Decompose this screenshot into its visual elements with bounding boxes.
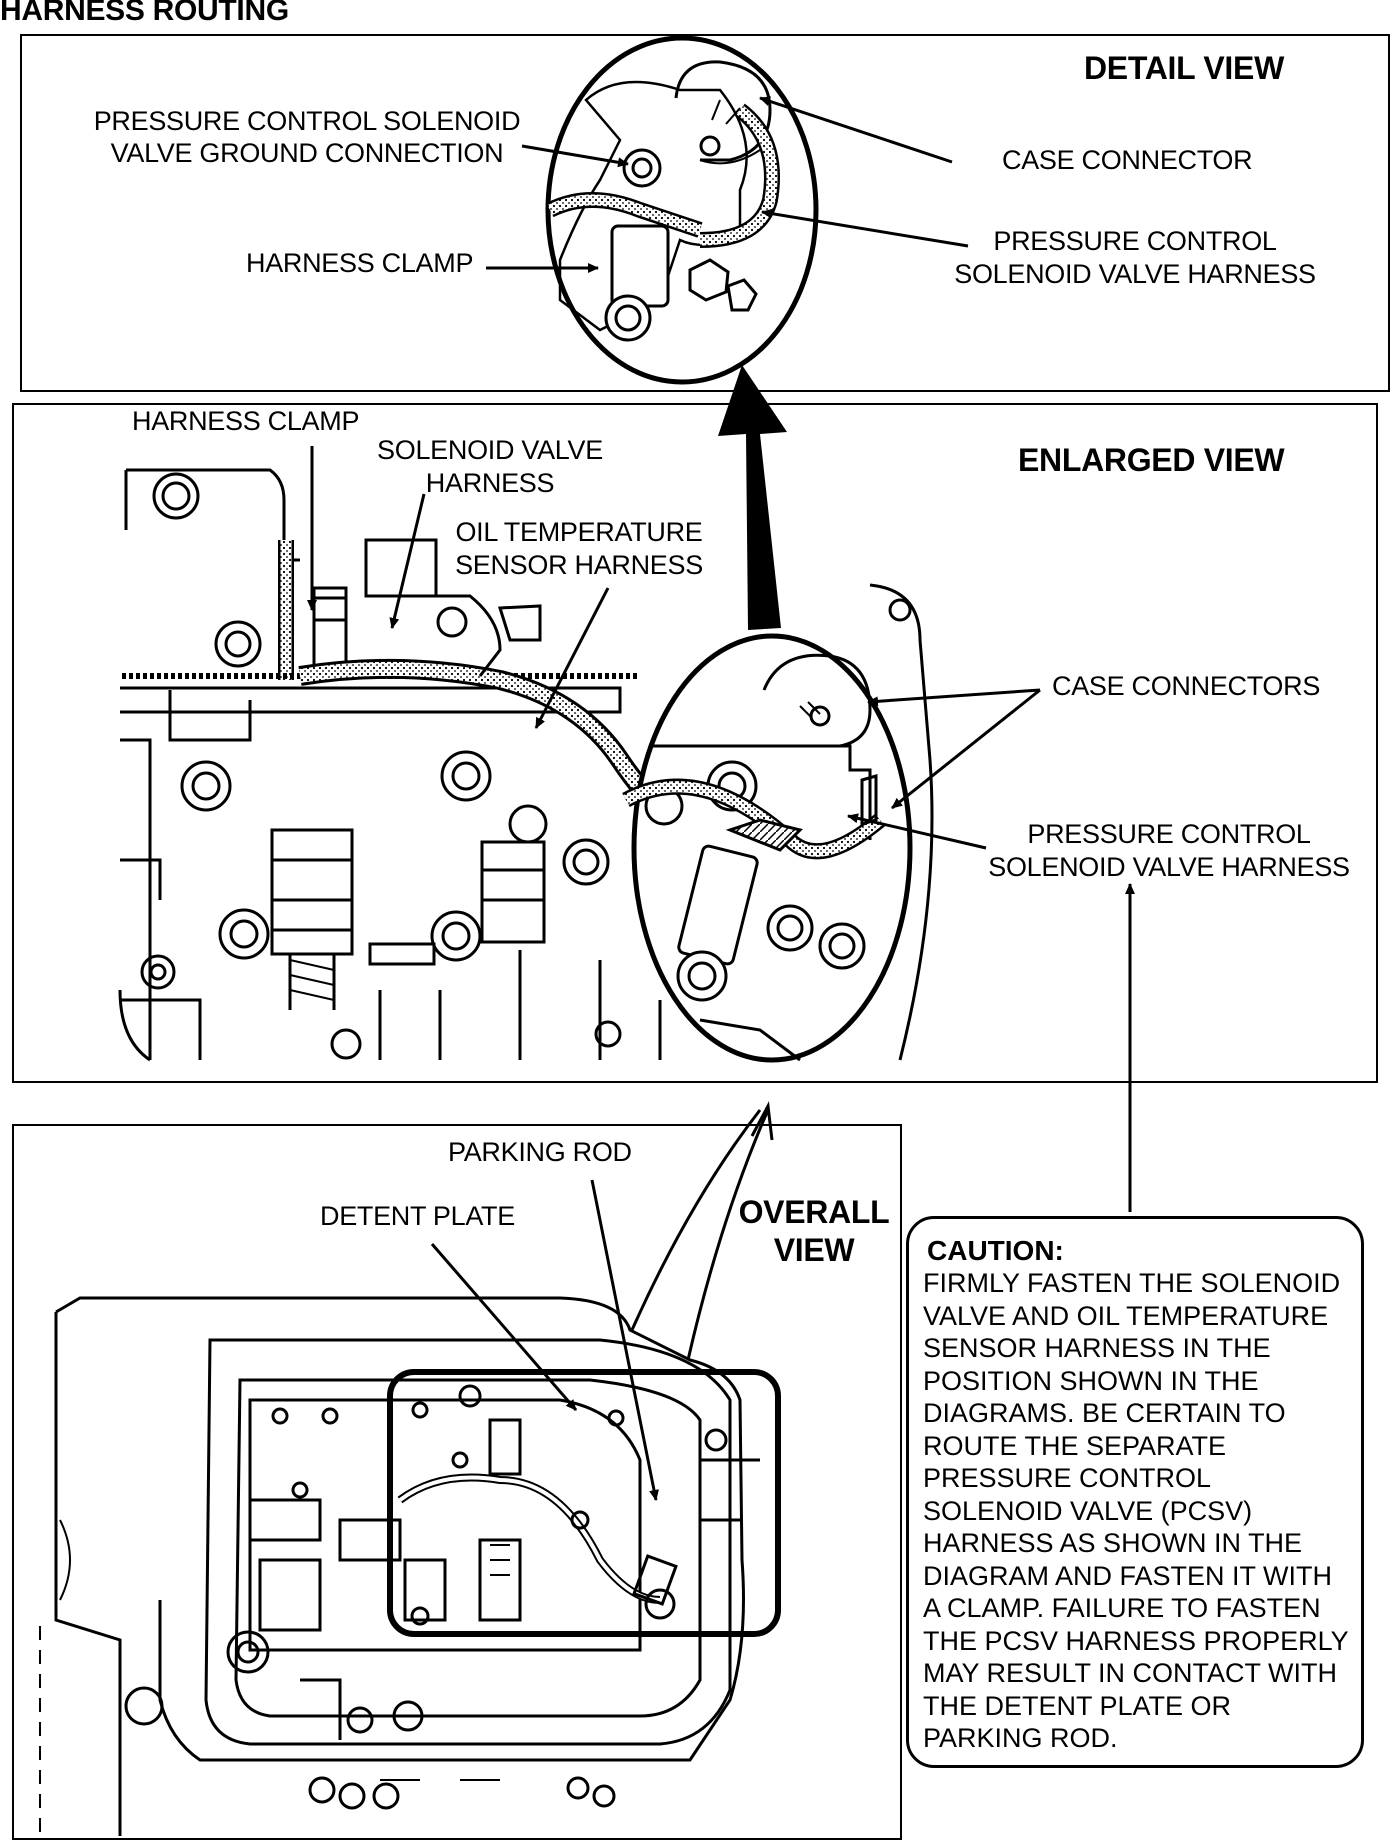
caution-box: CAUTION: FIRMLY FASTEN THE SOLENOID VALV… — [906, 1216, 1364, 1768]
solenoid-valve-harness-label-line2: HARNESS — [425, 468, 555, 498]
enlarged-view-art — [118, 468, 934, 1063]
overall-view-heading-line2: VIEW — [773, 1232, 855, 1268]
overall-zoom-arrow — [630, 1101, 774, 1361]
detent-plate-label: DETENT PLATE — [320, 1201, 515, 1231]
enlarged-harness-clamp-label: HARNESS CLAMP — [132, 406, 360, 436]
detail-view-leaders — [486, 96, 969, 273]
overall-view-heading-line1: OVERALL — [738, 1194, 890, 1230]
caution-text: FIRMLY FASTEN THE SOLENOID VALVE AND OIL… — [923, 1268, 1349, 1753]
detail-case-connector-label: CASE CONNECTOR — [1002, 145, 1253, 175]
enlarged-view-leaders — [307, 446, 1135, 1212]
oil-temp-sensor-harness-label-line2: SENSOR HARNESS — [455, 550, 703, 580]
detail-zoom-arrow — [718, 365, 787, 630]
detail-view-panel — [20, 34, 1390, 392]
enlarged-view-heading: ENLARGED VIEW — [1018, 442, 1285, 478]
detail-view-art — [545, 35, 819, 385]
pcsv-ground-connection-label-line2: VALVE GROUND CONNECTION — [110, 138, 504, 168]
detail-view-heading: DETAIL VIEW — [1084, 50, 1284, 86]
detail-harness-clamp-label: HARNESS CLAMP — [246, 248, 474, 278]
oil-temp-sensor-harness-label-line1: OIL TEMPERATURE — [455, 517, 703, 547]
case-connectors-label: CASE CONNECTORS — [1052, 671, 1321, 701]
overall-view-leaders — [430, 1179, 659, 1501]
page-title: HARNESS ROUTING — [0, 0, 289, 27]
detail-pcsv-harness-label-line1: PRESSURE CONTROL — [993, 226, 1277, 256]
solenoid-valve-harness-label-line1: SOLENOID VALVE — [377, 435, 603, 465]
detail-pcsv-harness-label-line2: SOLENOID VALVE HARNESS — [954, 259, 1316, 289]
enlarged-pcsv-harness-label-line2: SOLENOID VALVE HARNESS — [988, 852, 1350, 882]
caution-title: CAUTION: — [927, 1235, 1064, 1266]
enlarged-pcsv-harness-label-line1: PRESSURE CONTROL — [1027, 819, 1311, 849]
enlarged-view-panel — [12, 403, 1378, 1083]
pcsv-ground-connection-label-line1: PRESSURE CONTROL SOLENOID — [93, 106, 521, 136]
parking-rod-label: PARKING ROD — [448, 1137, 632, 1167]
overall-view-art — [39, 1296, 781, 1836]
